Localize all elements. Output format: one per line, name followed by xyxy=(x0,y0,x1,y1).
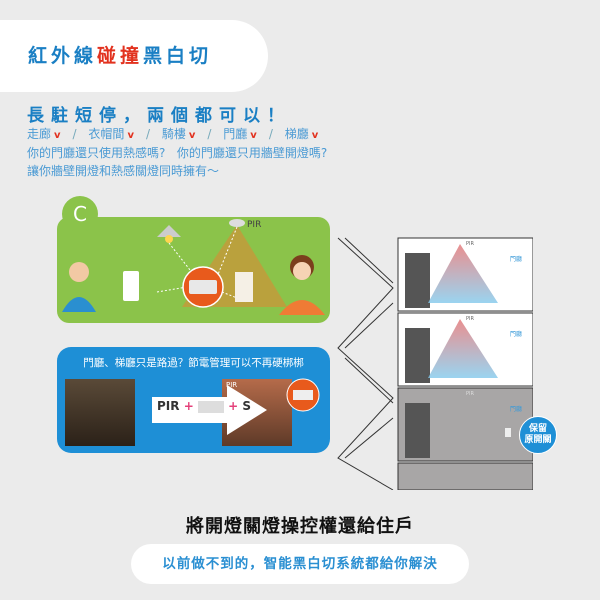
pir-sensor-icon xyxy=(229,219,245,227)
man-avatar xyxy=(69,262,89,282)
badge-text: 原開關 xyxy=(524,435,552,445)
illustration-svg: PIR xyxy=(62,219,325,315)
pir-label: PIR xyxy=(466,316,474,322)
page-title: 紅外線碰撞黑白切 xyxy=(28,41,212,68)
smart-control-illustration: PIR xyxy=(57,217,330,323)
keep-switch-badge: 保留 原開關 xyxy=(519,416,557,454)
pir-label: PIR xyxy=(247,220,261,230)
badge-text: 保留 xyxy=(528,424,547,434)
place-item: 梯廳 xyxy=(284,127,309,141)
title-highlight: 碰撞 xyxy=(97,45,144,67)
wall-switch-icon xyxy=(505,428,511,437)
lamp-icon xyxy=(157,225,181,237)
place-item: 騎樓 xyxy=(161,127,186,141)
place-item: 衣帽間 xyxy=(88,127,125,141)
floor-label: 門廳 xyxy=(510,330,522,338)
place-item: 門廳 xyxy=(223,127,248,141)
wall-switch-icon xyxy=(235,272,253,302)
check-icon: v xyxy=(54,130,61,141)
plus-sign: + xyxy=(183,399,194,413)
check-icon: v xyxy=(250,130,257,141)
building-cross-section: PIR PIR PIR 門廳 門廳 門廳 xyxy=(337,237,533,490)
pir-label: PIR xyxy=(466,241,474,247)
title-part: 紅外線 xyxy=(28,45,98,67)
pir-cone xyxy=(428,319,498,378)
panel-caption: 門廳、梯廳只是路過？節電管理可以不再硬梆梆 xyxy=(83,357,304,369)
plus-sign: + xyxy=(228,399,239,413)
section-heading: 將開燈關燈操控權還給住戶 xyxy=(186,516,414,537)
check-icon: v xyxy=(188,130,196,141)
formula-s: S xyxy=(242,399,252,413)
controller-icon xyxy=(286,378,320,412)
section-badge: C xyxy=(62,196,98,232)
photo-pir-label: PIR xyxy=(226,381,238,389)
controller-device-icon xyxy=(197,400,224,413)
check-icon: v xyxy=(311,130,319,141)
title-card xyxy=(0,20,268,92)
floor-label: 門廳 xyxy=(510,255,522,263)
solution-pill: 以前做不到的，智能黑白切系統都給你解決 xyxy=(131,544,469,584)
corridor-photo-before xyxy=(65,379,135,446)
question-line: 你的門廳還只使用熱感嗎? 你的門廳還只用牆壁開燈嗎? xyxy=(27,144,327,161)
pir-label: PIR xyxy=(466,391,474,397)
headline: 長駐短停，兩個都可以！ xyxy=(27,106,291,126)
tagline: 讓你牆壁開燈和熱感關燈同時擁有～ xyxy=(27,164,220,178)
formula: PIR + + S xyxy=(157,399,251,413)
phone-icon xyxy=(123,271,139,301)
question: 你的門廳還只用牆壁開燈嗎? xyxy=(176,146,328,160)
title-part: 黑白切 xyxy=(143,45,213,67)
pir-cone xyxy=(428,244,498,303)
floor-label: 門廳 xyxy=(510,405,522,413)
place-item: 走廊 xyxy=(27,127,52,141)
check-icon: v xyxy=(127,130,134,141)
staircase xyxy=(337,237,394,490)
formula-pir: PIR xyxy=(157,399,180,413)
question: 你的門廳還只使用熱感嗎? xyxy=(27,146,166,160)
energy-saving-panel: 門廳、梯廳只是路過？節電管理可以不再硬梆梆 PIR PIR + + S xyxy=(57,347,330,453)
